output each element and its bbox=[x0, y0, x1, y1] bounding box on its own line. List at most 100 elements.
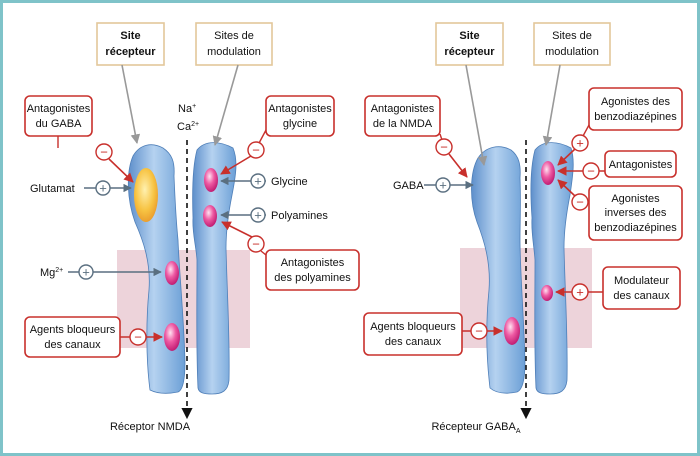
gaba-antagonistes-sign-text: − bbox=[587, 164, 595, 179]
agonistes-bzd-l2: benzodiazépines bbox=[594, 111, 677, 123]
polyamines-sign bbox=[250, 207, 266, 223]
nmda-panel: Site récepteur Sites de modulation Na+ C… bbox=[24, 22, 360, 433]
antagonistes-polyamines-sign-text: − bbox=[252, 237, 260, 252]
antagonistes-nmda-sign bbox=[435, 138, 453, 156]
agonistes-inverses-sign bbox=[571, 193, 589, 211]
antagonistes-glycine-arrow bbox=[220, 155, 252, 175]
antagonistes-glycine-l1: Antagonistes bbox=[268, 103, 332, 115]
gaba-sites-modulation-pointer bbox=[542, 64, 561, 146]
nmda-title: Réceptor NMDA bbox=[110, 421, 191, 433]
modulateur-box bbox=[602, 266, 681, 310]
agonistes-inverses-arrow bbox=[557, 179, 576, 197]
agonistes-bzd-box bbox=[588, 87, 683, 131]
agonistes-bzd-stem bbox=[582, 124, 590, 137]
nmda-sites-modulation-l2: modulation bbox=[207, 46, 261, 58]
antagonistes-polyamines-arrow bbox=[221, 221, 253, 238]
glycine-label: Glycine bbox=[271, 176, 308, 188]
antagonistes-gaba-sign-text: − bbox=[100, 145, 108, 160]
agonistes-bzd-sign-text: + bbox=[576, 136, 584, 151]
agonistes-bzd-sign bbox=[571, 134, 589, 152]
gaba-bloqueurs-sign bbox=[470, 322, 488, 340]
gaba-title: Récepteur GABAA bbox=[431, 421, 520, 435]
gaba-bloqueurs-sign-text: − bbox=[475, 324, 483, 339]
polyamines-sign-text: + bbox=[254, 208, 262, 223]
polyamines-label: Polyamines bbox=[271, 210, 328, 222]
antagonistes-gaba-sign bbox=[95, 143, 113, 161]
nmda-bloqueurs-sign-text: − bbox=[134, 330, 142, 345]
glycine-site bbox=[204, 168, 218, 192]
nmda-channel-block-site bbox=[164, 323, 180, 351]
modulateur-l1: Modulateur bbox=[614, 275, 669, 287]
antagonistes-gaba-arrow bbox=[108, 158, 134, 183]
gaba-subunit-right bbox=[530, 142, 574, 395]
polyamine-site bbox=[203, 205, 217, 227]
glycine-sign-text: + bbox=[254, 174, 262, 189]
antagonistes-polyamines-l2: des polyamines bbox=[274, 272, 351, 284]
nmda-sites-modulation-box bbox=[195, 22, 273, 66]
gaba-panel: Site récepteur Sites de modulation Antag… bbox=[363, 22, 683, 435]
antagonistes-polyamines-box bbox=[265, 249, 360, 291]
modulateur-sign-text: + bbox=[576, 285, 584, 300]
antagonistes-nmda-sign-text: − bbox=[440, 140, 448, 155]
antagonistes-polyamines-l1: Antagonistes bbox=[281, 257, 345, 269]
modulateur-l2: des canaux bbox=[613, 290, 670, 302]
gaba-channel-block-site bbox=[504, 317, 520, 345]
nmda-bloqueurs-box bbox=[24, 316, 121, 358]
channel-modulator-site bbox=[541, 285, 553, 301]
antagonistes-glycine-sign-text: − bbox=[252, 143, 260, 158]
agonistes-inverses-l1: Agonistes bbox=[611, 193, 660, 205]
gaba-antagonistes-sign bbox=[582, 162, 600, 180]
agonistes-inverses-l2: inverses des bbox=[605, 207, 667, 219]
mg-site bbox=[165, 261, 179, 285]
agonistes-inverses-l3: benzodiazépines bbox=[594, 222, 677, 234]
gaba-site-recepteur-l2: récepteur bbox=[444, 46, 495, 58]
nmda-site-recepteur-box bbox=[96, 22, 165, 66]
gaba-agonist-sign bbox=[435, 177, 451, 193]
gaba-sites-modulation-l1: Sites de bbox=[552, 30, 592, 42]
antagonistes-polyamines-stem bbox=[260, 250, 267, 256]
agonistes-inverses-sign-text: − bbox=[576, 195, 584, 210]
gaba-antagonistes-box bbox=[604, 150, 677, 178]
na-ion-label: Na+ bbox=[178, 103, 196, 115]
benzodiazepine-site bbox=[541, 161, 555, 185]
antagonistes-gaba-box bbox=[24, 95, 93, 137]
gaba-bloqueurs-l2: des canaux bbox=[385, 336, 442, 348]
nmda-sites-modulation-pointer bbox=[212, 64, 239, 146]
glutamate-site bbox=[134, 168, 158, 222]
antagonistes-glycine-sign bbox=[247, 141, 265, 159]
nmda-bloqueurs-l1: Agents bloqueurs bbox=[30, 324, 116, 336]
glutamat-label: Glutamat bbox=[30, 183, 75, 195]
antagonistes-polyamines-sign bbox=[247, 235, 265, 253]
antagonistes-gaba-l1: Antagonistes bbox=[27, 103, 91, 115]
gaba-label: GABA bbox=[393, 180, 424, 192]
agonistes-bzd-arrow bbox=[557, 148, 576, 166]
gaba-agonist-sign-text: + bbox=[439, 178, 447, 193]
glutamat-sign-text: + bbox=[99, 181, 107, 196]
antagonistes-nmda-l2: de la NMDA bbox=[373, 118, 433, 130]
mg-label: Mg2+ bbox=[40, 267, 63, 279]
nmda-bloqueurs-sign bbox=[129, 328, 147, 346]
agonistes-inverses-box bbox=[588, 185, 683, 241]
gaba-bloqueurs-l1: Agents bloqueurs bbox=[370, 321, 456, 333]
mg-sign bbox=[78, 264, 94, 280]
gaba-bloqueurs-box bbox=[363, 312, 463, 356]
gaba-sites-modulation-box bbox=[533, 22, 611, 66]
gaba-site-recepteur-pointer bbox=[465, 64, 488, 166]
gaba-antagonistes-label: Antagonistes bbox=[609, 159, 673, 171]
glutamat-sign bbox=[95, 180, 111, 196]
antagonistes-nmda-arrow bbox=[448, 153, 468, 178]
antagonistes-nmda-box bbox=[364, 95, 441, 137]
gaba-sites-modulation-l2: modulation bbox=[545, 46, 599, 58]
nmda-site-recepteur-l1: Site bbox=[120, 30, 140, 42]
nmda-bloqueurs-l2: des canaux bbox=[44, 339, 101, 351]
glycine-sign bbox=[250, 173, 266, 189]
nmda-site-recepteur-pointer bbox=[121, 64, 141, 144]
gaba-site-recepteur-box bbox=[435, 22, 504, 66]
antagonistes-glycine-l2: glycine bbox=[283, 118, 317, 130]
modulateur-sign bbox=[571, 283, 589, 301]
antagonistes-nmda-l1: Antagonistes bbox=[371, 103, 435, 115]
nmda-sites-modulation-l1: Sites de bbox=[214, 30, 254, 42]
